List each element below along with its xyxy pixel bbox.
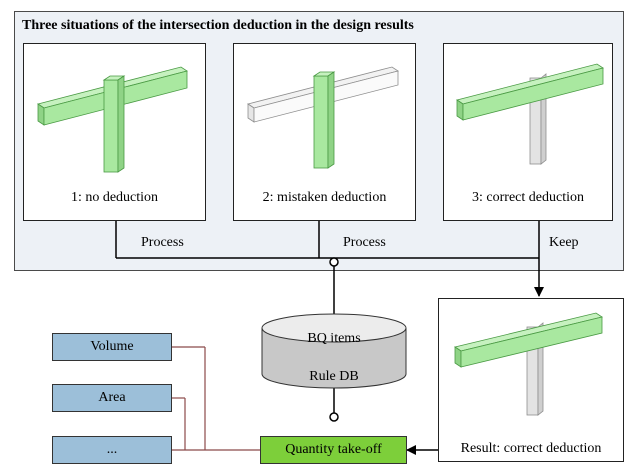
database-label-bq-items: BQ items xyxy=(307,331,361,346)
panel-title: Three situations of the intersection ded… xyxy=(22,18,414,33)
case-label-correct-deduction: 3: correct deduction xyxy=(472,190,584,205)
junction-node xyxy=(329,257,339,267)
quantity-takeoff-box: Quantity take-off xyxy=(260,436,407,464)
database-label-rule-db: Rule DB xyxy=(309,369,359,384)
column-green xyxy=(312,71,336,169)
property-box-more: ... xyxy=(52,436,172,464)
flow-connectors xyxy=(115,221,544,413)
property-connectors xyxy=(172,346,260,451)
flow-label-keep: Keep xyxy=(549,235,579,250)
column-green xyxy=(102,75,126,173)
property-box-area: Area xyxy=(52,384,172,412)
structure-no-deduction xyxy=(37,66,188,173)
structure-mistaken-deduction xyxy=(247,66,399,169)
junction-node xyxy=(329,412,339,422)
beam-green xyxy=(454,312,603,368)
beam-green xyxy=(456,63,604,121)
flow-label-process-2: Process xyxy=(343,235,386,250)
structure-correct-deduction xyxy=(456,63,604,165)
flow-label-process-1: Process xyxy=(141,235,184,250)
result-label: Result: correct deduction xyxy=(460,441,602,456)
rule-database-cylinder xyxy=(261,313,407,389)
case-label-no-deduction: 1: no deduction xyxy=(70,190,159,205)
structure-result xyxy=(454,312,603,416)
case-label-mistaken-deduction: 2: mistaken deduction xyxy=(262,190,387,205)
property-box-volume: Volume xyxy=(52,333,172,361)
